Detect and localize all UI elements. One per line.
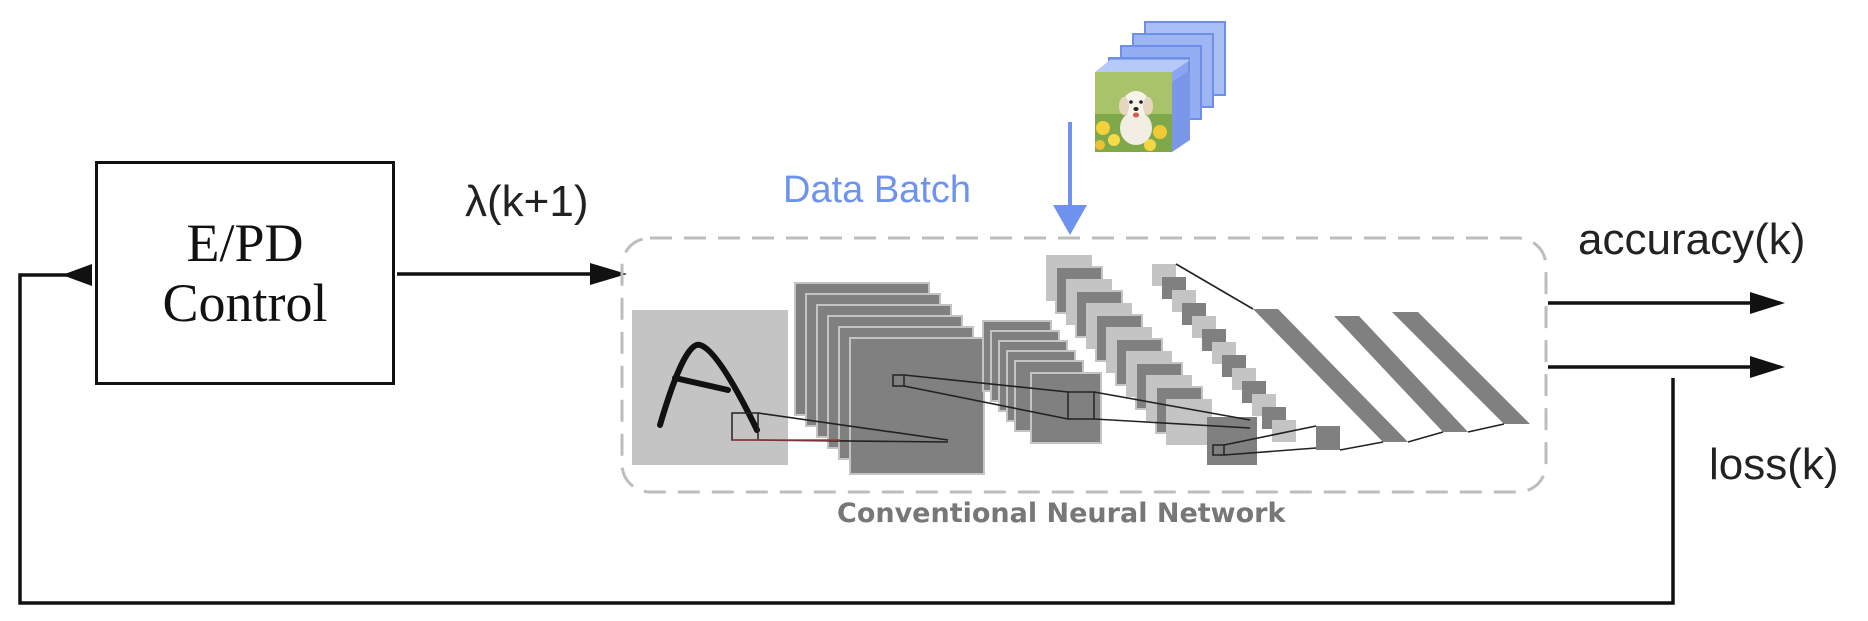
pool2-stack [1152,264,1340,450]
lambda-arrowhead [590,263,627,285]
accuracy-output-label: accuracy(k) [1578,215,1806,264]
conv2-stack [1046,255,1257,465]
loss-output-label: loss(k) [1709,440,1839,489]
controller-block: E/PD Control [95,161,395,385]
data-batch-arrowhead [1053,205,1087,235]
data-batch-label: Data Batch [783,169,971,211]
feedback-arrowhead [62,264,92,286]
fc-band-2 [1334,316,1468,432]
dog-photo-icon [1095,72,1172,152]
lambda-signal-label: λ(k+1) [465,177,589,226]
loss-arrowhead [1750,356,1785,378]
pool1-map-6 [1030,372,1102,444]
controller-title-line1: E/PD [186,212,304,273]
data-batch-stack [1095,21,1226,152]
accuracy-arrowhead [1750,292,1785,314]
network-caption: Conventional Neural Network [837,498,1286,529]
fc-band-1 [1253,309,1408,442]
receptive-field-lines [757,263,1505,456]
cnn-illustration [632,255,1530,475]
letter-a-icon [657,341,760,433]
controller-title-line2: Control [162,273,328,333]
feedback-loop-line [18,273,1675,605]
conv1-map-6 [849,337,985,475]
fc-band-3 [1392,312,1530,424]
